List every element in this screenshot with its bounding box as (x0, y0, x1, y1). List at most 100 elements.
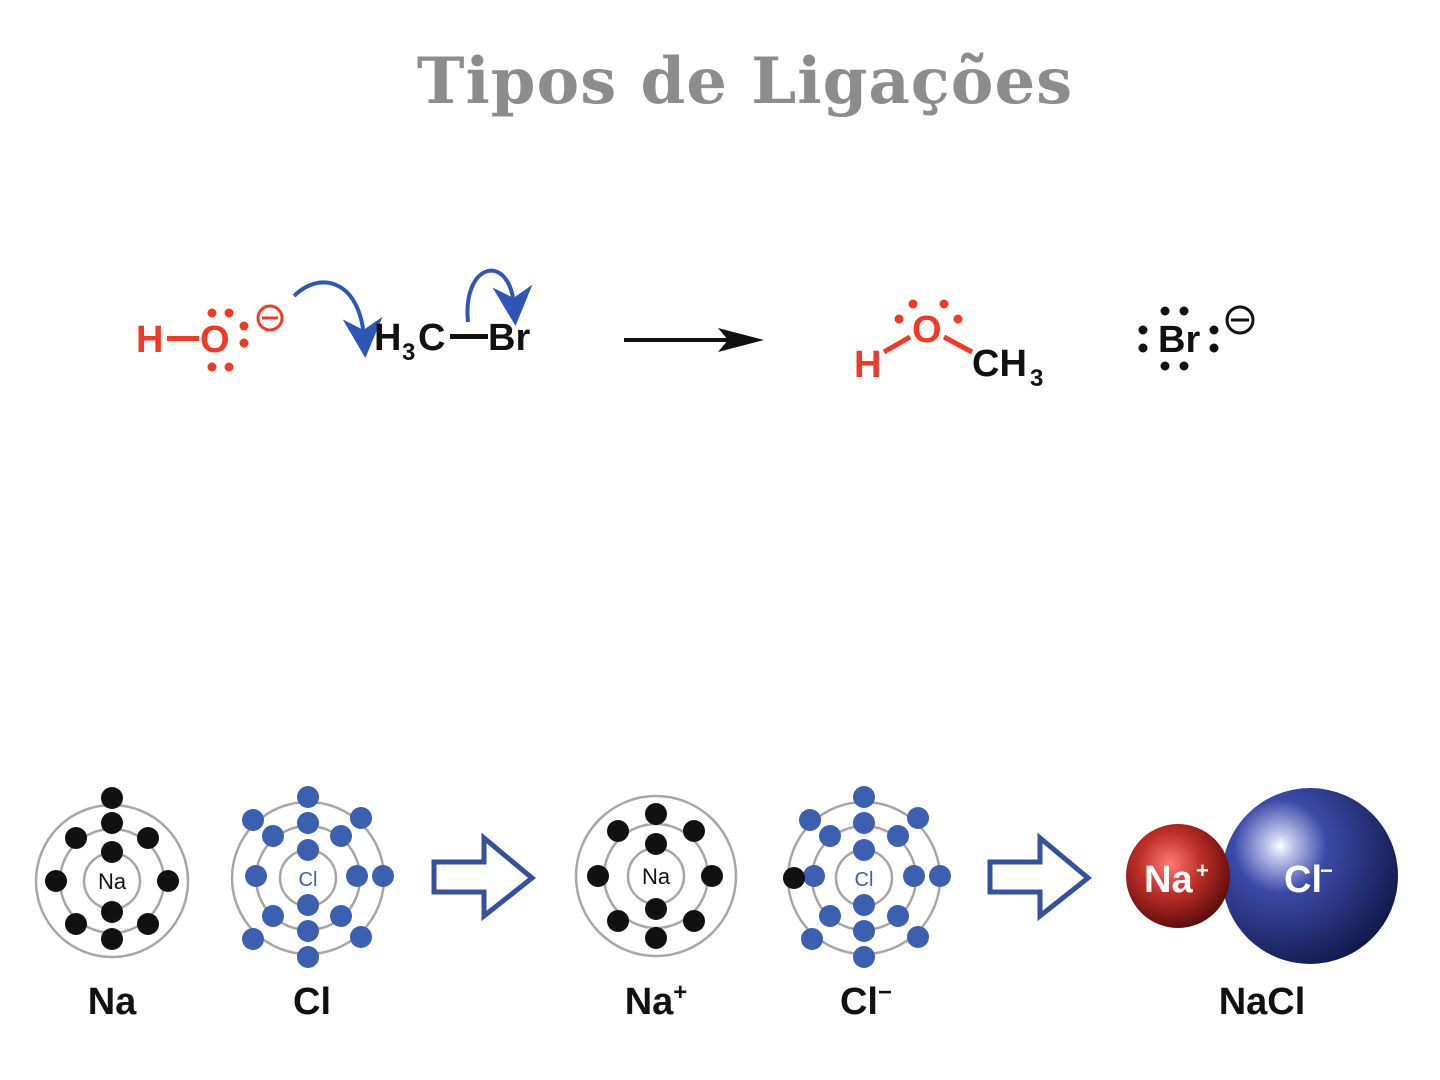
electron-dot (887, 905, 909, 927)
electron-dot (101, 812, 123, 834)
nucleus-label: Cl (299, 869, 318, 891)
methyl-group: CH (972, 343, 1027, 385)
hydroxide-ion: H O (136, 306, 282, 372)
lone-pair-dot (1210, 344, 1219, 353)
electron-dot (607, 820, 629, 842)
reaction-scheme: H O H 3 C Br H (136, 271, 1253, 392)
electron-dot (799, 809, 821, 831)
sphere-sup-cl: − (1320, 858, 1333, 883)
lone-pair-dot (909, 300, 918, 309)
negative-charge-minus (1231, 319, 1249, 322)
nucleus-label: Cl (855, 869, 874, 891)
transfer-arrow-icon (434, 838, 532, 916)
electron-dot (242, 928, 264, 950)
lone-pair-dot (1161, 362, 1170, 371)
atom-caption: Cl− (840, 979, 892, 1023)
lone-pair-dot (225, 363, 234, 372)
electron-dot (101, 787, 123, 809)
electron-dot (137, 827, 159, 849)
sphere-label-cl: Cl (1284, 859, 1322, 901)
electron-dot (262, 905, 284, 927)
bromine-symbol: Br (1158, 319, 1200, 361)
atom-caption: Cl (293, 981, 331, 1023)
electron-dot (645, 803, 667, 825)
electron-dot (297, 894, 319, 916)
electron-dot (683, 820, 705, 842)
lone-pair-dot (1139, 326, 1148, 335)
sphere-label-na: Na (1144, 859, 1193, 901)
methanol-product: H O CH 3 (854, 300, 1043, 393)
transfer-arrow-icon (990, 838, 1088, 916)
bromide-ion: Br (1139, 307, 1254, 371)
h-o-bond (167, 336, 199, 341)
electron-dot (853, 839, 875, 861)
lone-pair-dot (1139, 344, 1148, 353)
sphere-sup-na: + (1196, 858, 1209, 883)
electron-dot (245, 865, 267, 887)
electron-dot (297, 839, 319, 861)
electron-dot (262, 825, 284, 847)
nacl-spheres: Na + Cl − NaCl (1126, 788, 1398, 1023)
hydrogen-symbol: H (854, 344, 881, 386)
nacl-caption: NaCl (1219, 981, 1306, 1023)
lone-pair-dot (954, 315, 963, 324)
h-o-bond (884, 337, 910, 352)
o-c-bond (944, 337, 972, 352)
electron-dot (101, 841, 123, 863)
electron-dot (350, 926, 372, 948)
electron-dot (645, 898, 667, 920)
electron-dot (887, 825, 909, 847)
methyl-bromide: H 3 C Br (374, 317, 530, 366)
electron-dot (645, 833, 667, 855)
electron-dot (683, 910, 705, 932)
electron-dot (330, 905, 352, 927)
lone-pair-dot (940, 300, 949, 309)
electron-dot (853, 786, 875, 808)
negative-charge-minus (262, 317, 278, 320)
electron-dot (587, 865, 609, 887)
electron-dot (45, 870, 67, 892)
electron-dot (701, 865, 723, 887)
hydrogen-symbol: H (136, 319, 163, 361)
electron-dot (819, 825, 841, 847)
electron-dot (372, 865, 394, 887)
electron-dot (801, 928, 823, 950)
lone-pair-dot (240, 339, 249, 348)
charge-superscript: + (673, 979, 687, 1006)
lone-pair-dot (225, 309, 234, 318)
electron-dot (853, 894, 875, 916)
electron-dot (853, 920, 875, 942)
electron-dot (137, 913, 159, 935)
atom-caption: Na (88, 981, 137, 1023)
lone-pair-dot (240, 322, 249, 331)
bromine-symbol: Br (488, 317, 530, 359)
charge-superscript: − (878, 979, 892, 1006)
electron-dot (607, 910, 629, 932)
curved-electron-arrow-icon (467, 271, 514, 322)
electron-dot (157, 870, 179, 892)
electron-dot (907, 807, 929, 829)
lone-pair-dot (1180, 307, 1189, 316)
transferred-electron-dot (783, 867, 805, 889)
lone-pair-dot (1210, 326, 1219, 335)
electron-dot (101, 901, 123, 923)
lone-pair-dot (1161, 307, 1170, 316)
electron-dot (819, 905, 841, 927)
electron-dot (346, 865, 368, 887)
electron-dot (645, 927, 667, 949)
electron-dot (65, 827, 87, 849)
c-br-bond (450, 334, 488, 339)
lone-pair-dot (895, 315, 904, 324)
electron-dot (330, 825, 352, 847)
oxygen-symbol: O (200, 319, 230, 361)
electron-dot (297, 920, 319, 942)
atom-caption: Na+ (625, 979, 688, 1023)
lone-pair-dot (208, 363, 217, 372)
electron-dot (803, 865, 825, 887)
electron-dot (101, 928, 123, 950)
electron-dot (65, 913, 87, 935)
